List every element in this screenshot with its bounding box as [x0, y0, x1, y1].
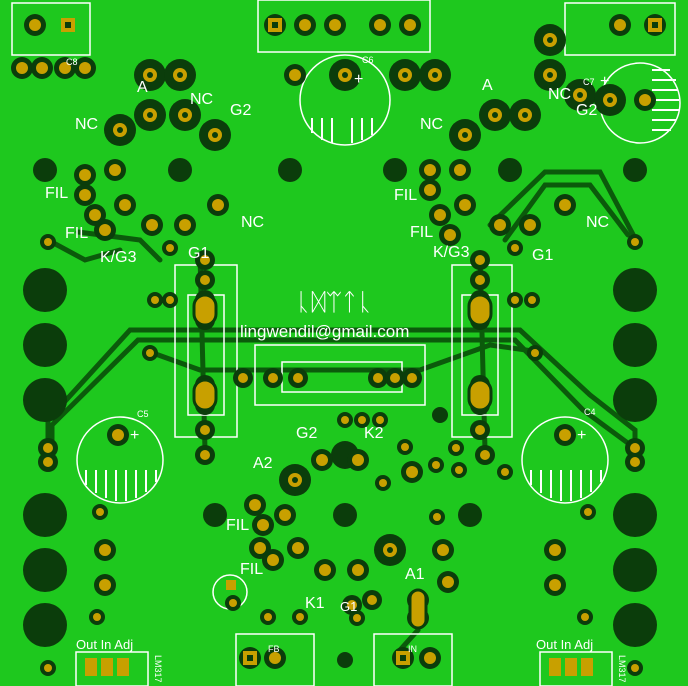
center-fil2: FIL	[240, 561, 264, 578]
left-tube-nc3: NC	[241, 214, 265, 231]
c4-plus: +	[577, 427, 587, 444]
cap-c4-label: C4	[584, 407, 596, 417]
left-tube-g1: G1	[188, 245, 210, 262]
cap-c7-label: C7	[583, 77, 595, 87]
right-tube-g1: G1	[532, 247, 554, 264]
regulator-right-pins: Out In Adj	[536, 637, 594, 652]
right-tube-fil1: FIL	[394, 187, 418, 204]
left-tube-fil1: FIL	[45, 185, 69, 202]
copper-traces	[45, 169, 643, 653]
cap-c6-label: C6	[362, 55, 374, 65]
center-k2: K2	[364, 425, 384, 442]
email-label: lingwendil@gmail.com	[240, 322, 410, 341]
regulator-left-pins: Out In Adj	[76, 637, 134, 652]
cap-c8-label: C8	[66, 57, 78, 67]
regulator-right-part: LM317	[617, 655, 627, 683]
fb-connector-label: FB	[268, 644, 280, 654]
center-k1: K1	[305, 595, 325, 612]
c6-plus: +	[354, 71, 364, 88]
left-tube-nc2: NC	[190, 91, 214, 108]
elvish-signature: ᚳᛞᛠᛏᚳ	[296, 288, 373, 316]
component-pads	[11, 14, 666, 676]
left-tube-kg3: K/G3	[100, 249, 137, 266]
center-a1: A1	[405, 566, 425, 583]
c5-plus: +	[130, 427, 140, 444]
cap-c5-label: C5	[137, 409, 149, 419]
right-tube-nc2: NC	[548, 86, 572, 103]
center-fil1: FIL	[226, 517, 250, 534]
center-a2: A2	[253, 455, 273, 472]
center-g2: G2	[296, 425, 318, 442]
right-tube-nc3: NC	[586, 214, 610, 231]
right-tube-a: A	[482, 77, 493, 94]
left-tube-a: A	[137, 79, 148, 96]
right-tube-fil2: FIL	[410, 224, 434, 241]
left-tube-nc1: NC	[75, 116, 99, 133]
mounting-holes	[23, 158, 657, 668]
right-tube-g2: G2	[576, 102, 598, 119]
center-g1: G1	[340, 599, 358, 614]
tube-socket-pads	[104, 24, 626, 566]
left-tube-g2: G2	[230, 102, 252, 119]
right-tube-kg3: K/G3	[433, 244, 470, 261]
in-connector-label: IN	[408, 644, 417, 654]
regulator-left-part: LM317	[153, 655, 163, 683]
capacitor-hatching	[85, 69, 679, 501]
c7-plus: +	[600, 73, 610, 90]
right-tube-nc1: NC	[420, 116, 444, 133]
left-tube-fil2: FIL	[65, 225, 89, 242]
